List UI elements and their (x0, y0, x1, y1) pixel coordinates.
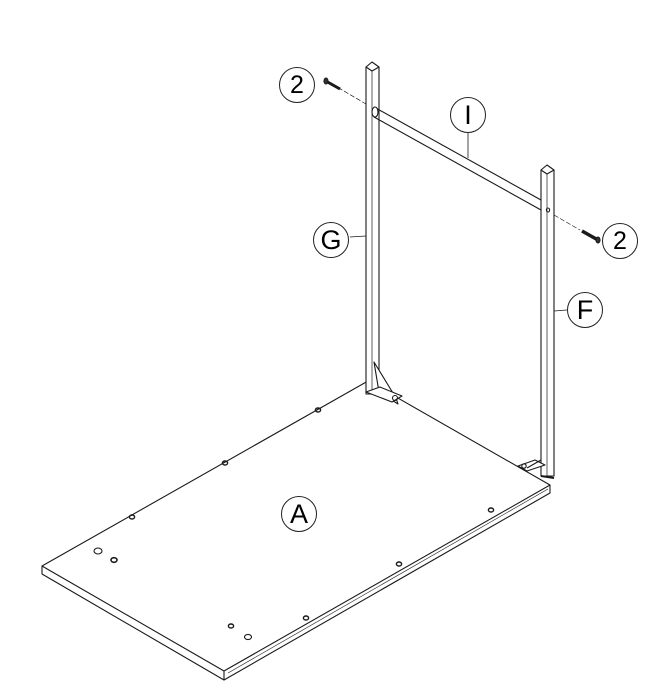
post-f-shape (517, 164, 555, 479)
post-g-shape (365, 61, 403, 405)
callout-part-g: G (313, 222, 349, 258)
callout-label: I (464, 99, 472, 130)
screw-right-shape (553, 214, 601, 244)
callout-screw-2-left: 2 (279, 67, 315, 103)
callout-label: G (320, 224, 342, 255)
callout-label: 2 (290, 70, 304, 99)
callout-label: F (576, 294, 594, 325)
callout-label: 2 (613, 226, 627, 255)
screw-left-shape (323, 77, 367, 105)
callout-part-i: I (450, 97, 486, 133)
callout-screw-2-right: 2 (602, 223, 638, 259)
callout-part-f: F (567, 292, 603, 328)
callout-part-a: A (281, 496, 317, 532)
callout-label: A (289, 498, 308, 529)
crossbar-i-shape (371, 106, 542, 211)
